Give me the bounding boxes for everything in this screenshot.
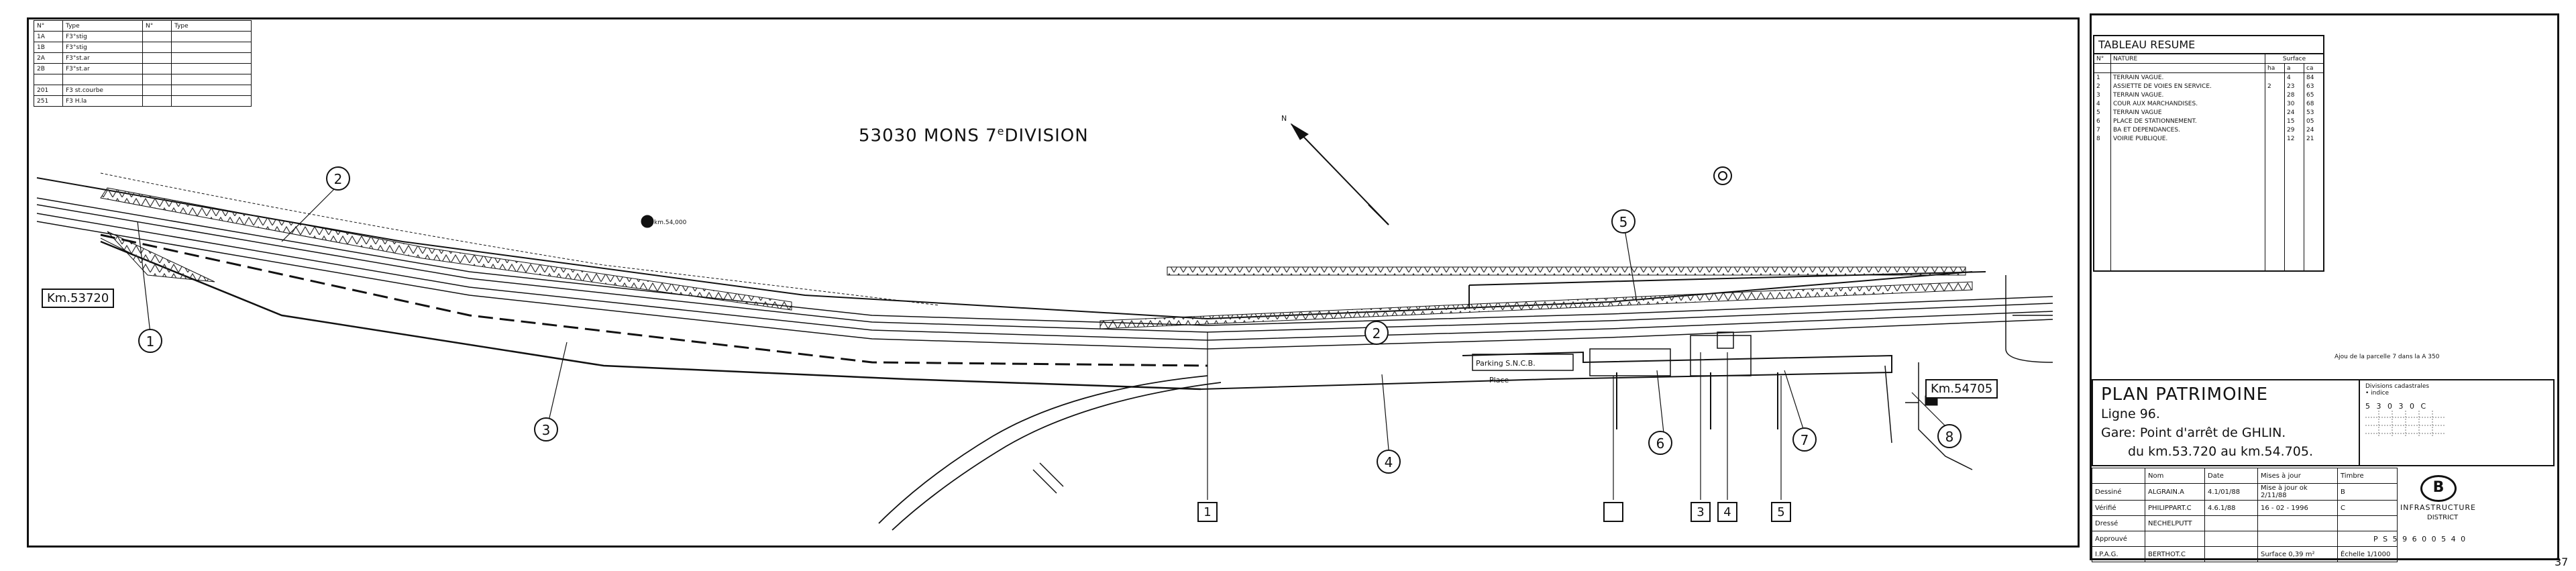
dept-label: INFRASTRUCTURE (2400, 503, 2476, 512)
sncb-logo-icon: B (2420, 475, 2457, 502)
box-3: 3 (1690, 502, 1711, 522)
col-n: N° (2096, 55, 2104, 62)
callout-6: 6 (1648, 431, 1672, 455)
division-note: Divisions cadastrales (2365, 383, 2430, 390)
plan-title-block: PLAN PATRIMOINE Ligne 96. Gare: Point d'… (2092, 379, 2360, 466)
km-start-label: Km.53720 (42, 289, 115, 308)
plan-title: PLAN PATRIMOINE (2101, 384, 2269, 405)
resume-note: Ajou de la parcelle 7 dans la A 350 (2334, 354, 2440, 360)
km-end-label: Km.54705 (1925, 379, 1998, 399)
north-arrow-n: N (1281, 114, 1287, 123)
ref-code: P S 5 9 6 0 0 5 4 0 (2373, 535, 2467, 543)
division-title: 53030 MONS 7eDIVISION (859, 125, 1089, 146)
box-1: 1 (1197, 502, 1218, 522)
cartouche: PLAN PATRIMOINE Ligne 96. Gare: Point d'… (2092, 379, 2555, 562)
box-4: 4 (1717, 502, 1737, 522)
place-label: Place (1489, 376, 1509, 384)
logo-block: B INFRASTRUCTURE DISTRICT (2373, 470, 2548, 530)
box-blank (1603, 502, 1623, 522)
indice-note: • indice (2365, 390, 2390, 397)
km-marker-label: km.54,000 (654, 219, 687, 226)
track-plan-drawing: N Parking S.N.C.B. Place km.54,000 (36, 114, 2053, 531)
table-row: Approuvé (2092, 531, 2398, 547)
col-surface: Surface (2265, 54, 2323, 64)
parking-label: Parking S.N.C.B. (1476, 359, 1536, 368)
callout-7: 7 (1792, 427, 1817, 452)
division-grid (2365, 411, 2446, 437)
callout-5: 5 (1611, 209, 1635, 233)
callout-4: 4 (1377, 450, 1401, 474)
page-number: 37 (2555, 556, 2569, 568)
grid-code: 5 3 0 3 0 C (2365, 402, 2428, 411)
callout-1: 1 (138, 329, 162, 353)
ligne-label: Ligne 96. (2101, 407, 2160, 421)
district-label: DISTRICT (2427, 514, 2459, 521)
callout-2-secondary: 2 (1364, 321, 1389, 345)
col-nature: NATURE (2110, 54, 2265, 64)
km-range-label: du km.53.720 au km.54.705. (2128, 444, 2314, 459)
tableau-resume: TABLEAU RESUME N° NATURE Surface ha a ca… (2093, 35, 2324, 272)
box-5: 5 (1771, 502, 1791, 522)
gare-label: Gare: Point d'arrêt de GHLIN. (2101, 425, 2286, 440)
drawing-frame (27, 17, 2080, 548)
table-row (34, 74, 252, 85)
division-block: Divisions cadastrales • indice 5 3 0 3 0… (2360, 379, 2555, 466)
callout-8: 8 (1937, 424, 1962, 448)
callout-3: 3 (534, 417, 558, 442)
tableau-resume-title: TABLEAU RESUME (2094, 36, 2323, 54)
callout-2: 2 (326, 166, 350, 191)
